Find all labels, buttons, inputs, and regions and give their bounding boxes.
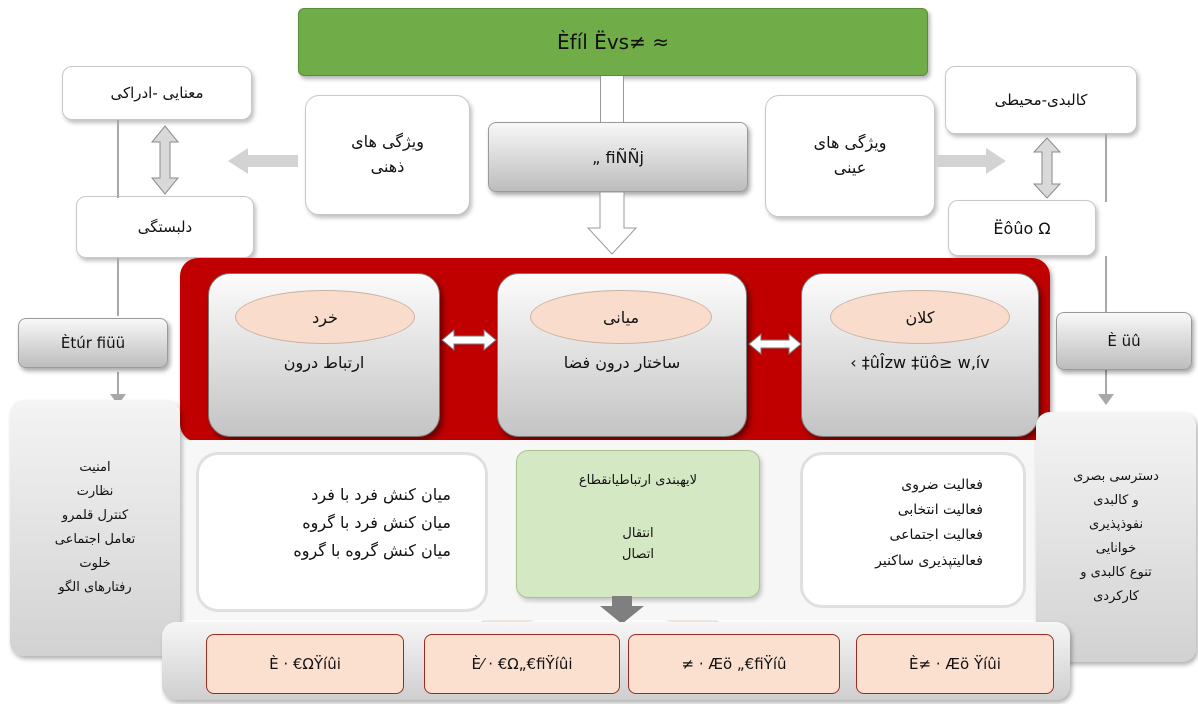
right-criteria-item: کارکردی <box>1093 589 1139 605</box>
right-criteria-item: دسترسی بصری <box>1073 468 1159 484</box>
activities-box: فعالیت ضروی فعالیت انتخابی فعالیت اجتماع… <box>800 452 1026 608</box>
left-criteria-item: کنترل قلمرو <box>61 507 129 523</box>
right-box2-label: Ëôûo Ω <box>993 218 1051 238</box>
scale-meso-sub: ساختار درون فضا <box>563 352 681 372</box>
mental-features-box: ویژگی های ذهنی <box>305 95 470 215</box>
attachment-label: دلبستگی <box>137 218 193 236</box>
right-criteria-item: و کالبدی <box>1093 492 1139 508</box>
activity-item: فعالیت اجتماعی <box>889 527 983 544</box>
connection-line: انتقال <box>622 526 654 541</box>
objective-features-line1: ویژگی های <box>813 133 887 153</box>
interaction-item: میان کنش فرد با گروه <box>302 513 451 532</box>
left-criteria-item: تعامل اجتماعی <box>54 532 136 547</box>
connection-line: اتصال <box>622 546 654 562</box>
left-criteria-item: نظارت <box>76 483 114 499</box>
right-vline-top <box>1105 134 1107 202</box>
left-down-arrowhead <box>110 394 126 405</box>
right-vline-mid <box>1105 256 1107 316</box>
scale-meso-title: میانی <box>602 307 640 327</box>
scale-macro-title: کلان <box>905 307 935 327</box>
scale-macro-ellipse: کلان <box>830 290 1010 344</box>
right-down-arrowhead <box>1098 394 1114 405</box>
bottom-box-4: È≠ · Æö Ÿíûi <box>856 634 1054 694</box>
left-side-label-box: Ètúr fiüü <box>18 318 168 368</box>
right-side-label: È üû <box>1107 332 1141 350</box>
activity-item: فعالیت ضروی <box>901 477 983 493</box>
center-connector-top <box>600 76 624 124</box>
interaction-box: میان کنش فرد با فرد میان کنش فرد با گروه… <box>196 452 488 612</box>
left-criteria-item: رفتارهای الگو <box>58 580 132 596</box>
left-side-label: Ètúr fiüü <box>60 334 126 352</box>
activity-item: فعالیت انتخابی <box>897 502 983 519</box>
header-bar: Èfíl Ëvs≠ ≈ <box>298 8 928 76</box>
micro-meso-double-arrow <box>441 328 497 352</box>
mental-features-line1: ویژگی های <box>351 132 424 152</box>
center-top-label: „ fiÑÑj <box>592 147 644 167</box>
left-criteria-box: امنیت نظارت کنترل قلمرو تعامل اجتماعی خل… <box>10 400 180 656</box>
physical-environmental-box: کالبدی-محیطی <box>945 66 1137 134</box>
interaction-item: میان کنش فرد با فرد <box>311 485 451 504</box>
right-criteria-item: نفوذپذیری <box>1088 516 1144 532</box>
meso-macro-double-arrow <box>748 332 802 356</box>
right-criteria-item: تنوع کالبدی و <box>1080 565 1152 581</box>
center-down-arrow <box>586 192 638 255</box>
left-updown-arrow <box>150 125 180 195</box>
bottom-box-label: È≠ · Æö Ÿíûi <box>909 655 1001 673</box>
attachment-box: دلبستگی <box>76 196 254 258</box>
scale-macro-sub-wrap: ‹ ‡ûÎzw ‡üô≥ w‚ív <box>801 348 1039 376</box>
objective-features-line2: عینی <box>833 158 867 177</box>
left-criteria-item: امنیت <box>79 459 111 475</box>
left-vline-bot <box>117 372 119 398</box>
bottom-box-3: ≠ · Æö „€fiŸíû <box>628 634 840 694</box>
right-criteria-item: خوانایی <box>1095 541 1137 556</box>
semantic-perceptual-label: معنایی -ادراکی <box>110 84 204 102</box>
left-gray-arrow <box>228 148 298 174</box>
connection-top-label: لایهبندی ارتباطیانقطاع <box>578 473 698 488</box>
scale-macro-sub: ‹ ‡ûÎzw ‡üô≥ w‚ív <box>850 352 990 372</box>
right-updown-arrow <box>1032 137 1062 199</box>
left-vline-mid <box>117 258 119 316</box>
physical-environmental-label: کالبدی-محیطی <box>994 91 1088 109</box>
scale-micro-ellipse: خرد <box>235 290 415 344</box>
left-vline-top <box>117 120 119 198</box>
bottom-box-label: È⁄ · €Ω„€fiŸíûi <box>471 655 573 673</box>
bottom-box-label: ≠ · Æö „€fiŸíû <box>681 655 787 673</box>
semantic-perceptual-box: معنایی -ادراکی <box>62 66 252 120</box>
scale-micro-title: خرد <box>312 307 338 327</box>
objective-features-box: ویژگی های عینی <box>765 95 935 217</box>
center-top-box: „ fiÑÑj <box>488 122 748 192</box>
mental-features-line2: ذهنی <box>370 157 405 176</box>
left-criteria-item: خلوت <box>79 556 111 572</box>
right-box2: Ëôûo Ω <box>948 200 1096 256</box>
scale-meso-sub-wrap: ساختار درون فضا <box>497 348 747 376</box>
bottom-box-1: È · €ΩŸíûi <box>206 634 404 694</box>
right-criteria-box: دسترسی بصری و کالبدی نفوذپذیری خوانایی ت… <box>1036 412 1196 662</box>
scale-meso-ellipse: میانی <box>530 290 712 344</box>
bottom-down-arrow <box>600 596 644 624</box>
right-side-label-box: È üû <box>1056 312 1192 370</box>
right-vline-bot <box>1105 370 1107 398</box>
connection-box: لایهبندی ارتباطیانقطاع انتقال اتصال <box>516 450 760 598</box>
activity-item: فعالیتپذیری ساکنیر <box>875 552 983 569</box>
bottom-box-label: È · €ΩŸíûi <box>269 655 341 673</box>
header-title: Èfíl Ëvs≠ ≈ <box>557 30 669 54</box>
scale-micro-sub-wrap: ارتباط درون <box>208 348 440 376</box>
bottom-box-2: È⁄ · €Ω„€fiŸíûi <box>424 634 620 694</box>
scale-micro-sub: ارتباط درون <box>283 352 365 372</box>
interaction-item: میان کنش گروه با گروه <box>293 541 451 560</box>
right-gray-arrow <box>936 148 1006 174</box>
